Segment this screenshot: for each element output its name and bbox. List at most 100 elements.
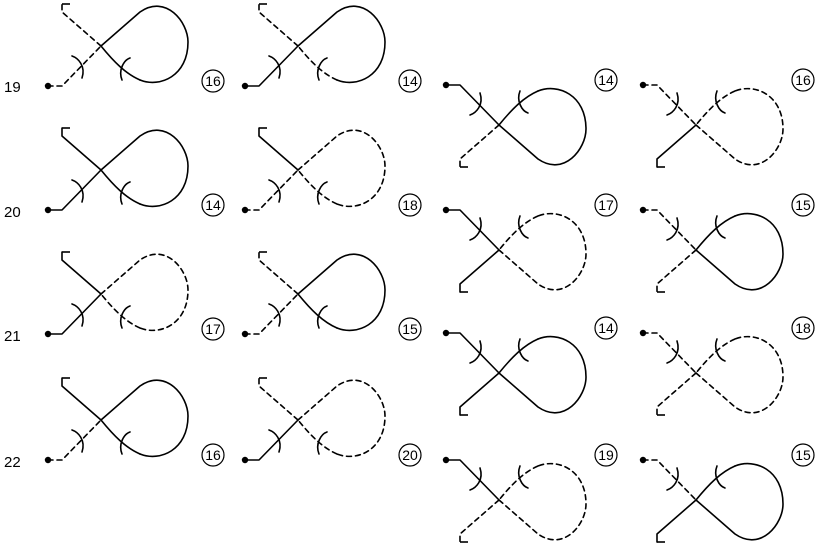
strand-exit (258, 3, 299, 47)
knot-figure-c4: 19 (442, 443, 618, 543)
crossing-arc-2 (119, 431, 131, 455)
strand-return (695, 338, 736, 374)
badge-number: 16 (795, 72, 811, 88)
crossing-arc-1 (268, 179, 281, 203)
strand-entry (445, 209, 500, 251)
badge-20a: 14 (201, 193, 225, 217)
strand-entry (47, 419, 102, 461)
strand-entry (445, 332, 500, 374)
badge-number: 16 (205, 447, 221, 463)
strand-exit (61, 3, 102, 47)
strand-loop (695, 462, 784, 541)
strand-exit (459, 124, 500, 168)
crossing-arc-2 (517, 215, 529, 239)
strand-exit (656, 249, 697, 293)
crossing-arc-2 (517, 338, 529, 362)
strand-exit (656, 499, 697, 543)
crossing-arc-1 (469, 217, 482, 241)
crossing-arc-1 (666, 467, 679, 491)
strand-loop (297, 253, 386, 332)
strand-exit (61, 127, 102, 171)
badge-circle (398, 69, 422, 93)
crossing-arc-1 (268, 303, 281, 327)
strand-return (498, 465, 539, 501)
badge-circle (791, 68, 815, 92)
badge-number: 17 (598, 197, 614, 213)
strand-exit (258, 127, 299, 171)
badge-number: 16 (205, 73, 221, 89)
knot-figure-c1: 14 (442, 68, 618, 168)
strand-loop (695, 335, 784, 414)
badge-circle (398, 193, 422, 217)
crossing-arc-1 (71, 303, 84, 327)
badge-c3: 14 (594, 316, 618, 340)
strand-loop (695, 212, 784, 291)
strand-entry (445, 84, 500, 126)
strand-entry (47, 293, 102, 335)
strand-loop (498, 462, 587, 541)
start-dot (639, 81, 647, 89)
knot-figure-22a: 16 (44, 377, 225, 467)
badge-number: 20 (402, 447, 418, 463)
strand-exit (459, 249, 500, 293)
strand-exit (656, 372, 697, 416)
badge-number: 17 (205, 321, 221, 337)
strand-return (100, 419, 141, 455)
strand-return (297, 293, 338, 329)
start-dot (639, 456, 647, 464)
knot-figure-d2: 15 (639, 193, 815, 293)
badge-number: 18 (795, 320, 811, 336)
start-dot (241, 82, 249, 90)
start-dot (44, 456, 52, 464)
strand-loop (695, 87, 784, 166)
crossing-arc-2 (316, 181, 328, 205)
strand-loop (498, 335, 587, 414)
knot-figure-22b: 20 (241, 377, 422, 467)
crossing-arc-1 (268, 55, 281, 79)
start-dot (44, 82, 52, 90)
strand-loop (498, 87, 587, 166)
strand-entry (47, 169, 102, 211)
row-label-22: 22 (4, 454, 21, 471)
strand-exit (258, 377, 299, 421)
badge-circle (594, 316, 618, 340)
knot-figure-19a: 16 (44, 3, 225, 93)
strand-loop (297, 5, 386, 84)
strand-exit (656, 124, 697, 168)
badge-19a: 16 (201, 69, 225, 93)
strand-return (100, 45, 141, 81)
badge-number: 14 (402, 73, 418, 89)
strand-return (498, 90, 539, 126)
start-dot (241, 206, 249, 214)
strand-return (297, 419, 338, 455)
crossing-arc-1 (268, 429, 281, 453)
badge-d3: 18 (791, 316, 815, 340)
strand-loop (100, 5, 189, 84)
start-dot (241, 456, 249, 464)
badge-circle (594, 68, 618, 92)
badge-number: 15 (795, 197, 811, 213)
badge-circle (398, 443, 422, 467)
strand-loop (100, 379, 189, 458)
badge-22b: 20 (398, 443, 422, 467)
crossing-arc-1 (469, 467, 482, 491)
badge-circle (201, 69, 225, 93)
badge-circle (791, 316, 815, 340)
strand-loop (297, 129, 386, 208)
badge-number: 14 (205, 197, 221, 213)
start-dot (442, 456, 450, 464)
strand-loop (498, 212, 587, 291)
crossing-arc-1 (666, 340, 679, 364)
strand-exit (459, 499, 500, 543)
crossing-arc-2 (714, 338, 726, 362)
knot-figure-d4: 15 (639, 443, 815, 543)
badge-number: 15 (795, 447, 811, 463)
crossing-arc-2 (517, 90, 529, 114)
badge-circle (594, 193, 618, 217)
knot-figure-21a: 17 (44, 251, 225, 341)
badge-number: 19 (598, 447, 614, 463)
crossing-arc-2 (714, 215, 726, 239)
badge-circle (201, 193, 225, 217)
badge-circle (791, 193, 815, 217)
